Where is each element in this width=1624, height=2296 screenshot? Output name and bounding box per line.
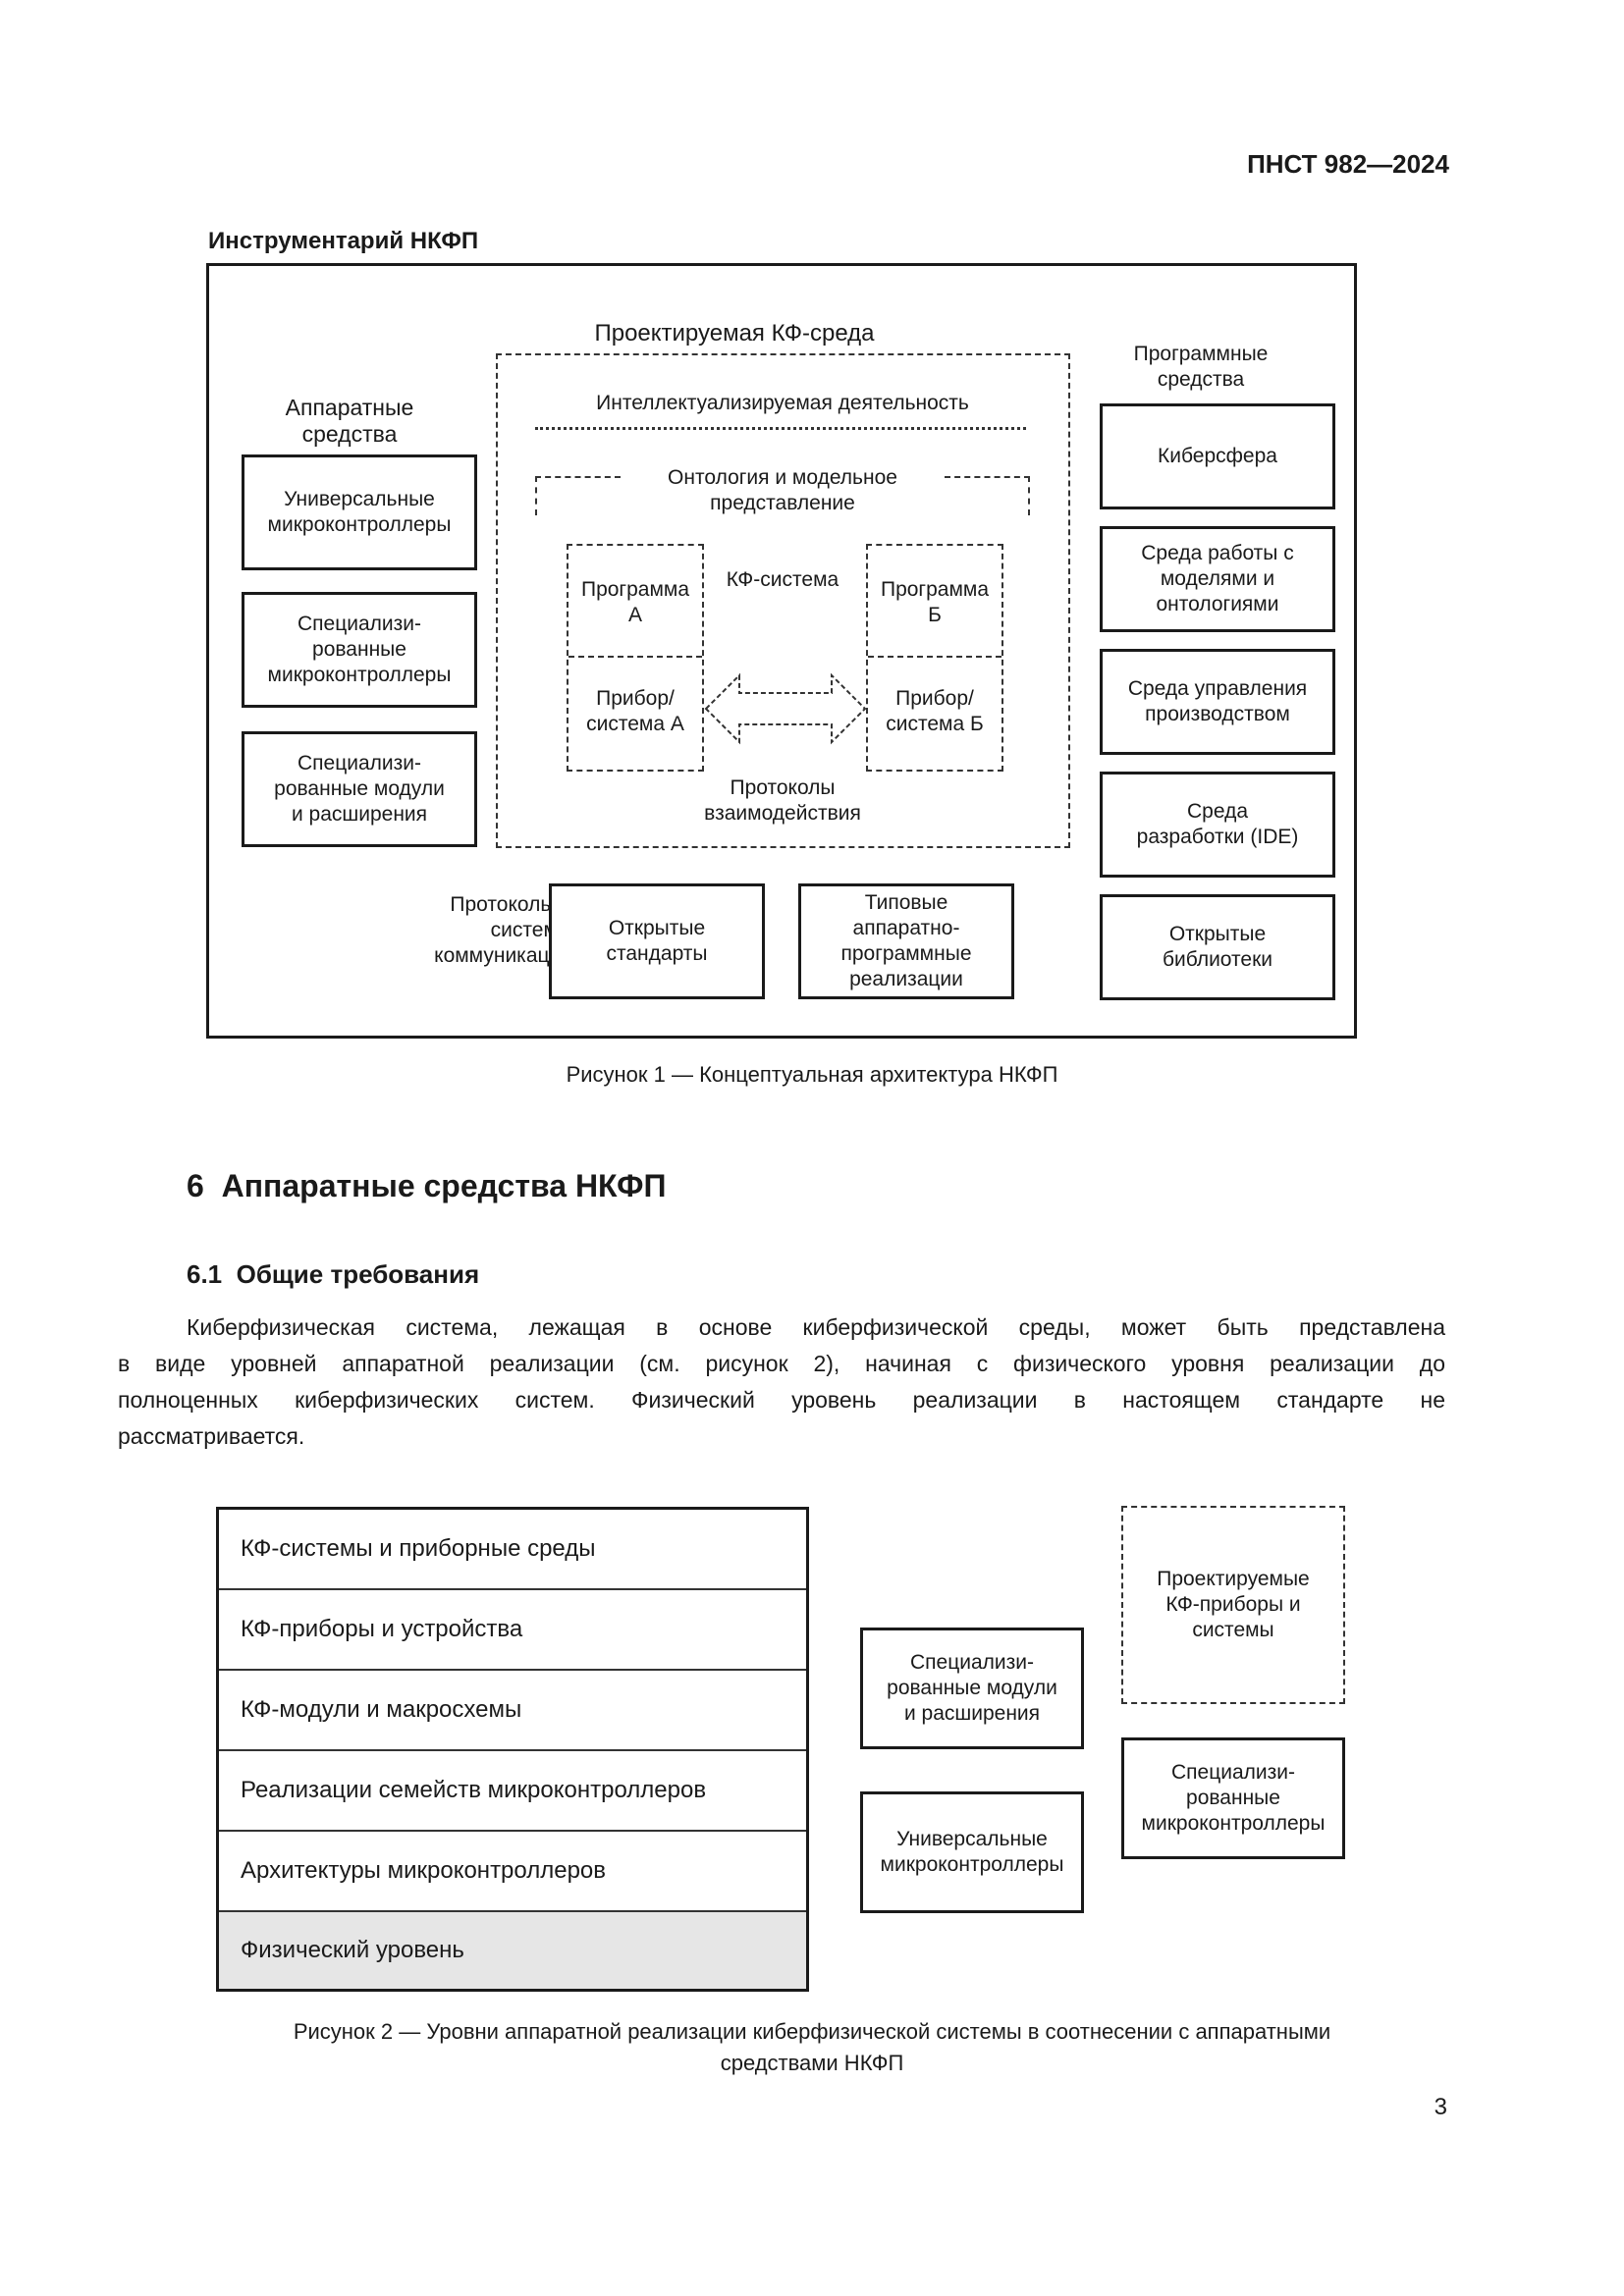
hardware-specialized-modules: Специализи- рованные модули и расширения [242,731,477,847]
ontology-left-bracket [535,476,621,515]
figure2-caption-line2: средствами НКФП [720,2051,904,2075]
figure1-frame-title: Инструментарий НКФП [208,228,479,254]
level-cf-devices: КФ-приборы и устройства [219,1590,806,1671]
environment-frame: Интеллектуализируемая деятельность Онтол… [496,353,1070,848]
fig2-designed-devices-box: Проектируемые КФ-приборы и системы [1121,1506,1345,1704]
software-open-libraries: Открытые библиотеки [1100,894,1335,1000]
hardware-specialized-mcu: Специализи- рованные микроконтроллеры [242,592,477,708]
level-physical: Физический уровень [219,1912,806,1989]
software-heading: Программные средства [1133,343,1269,391]
ontology-label: Онтология и модельное представление [668,466,897,514]
software-models-ontologies: Среда работы с моделями и онтологиями [1100,526,1335,632]
hardware-heading: Аппаратные средства [285,395,414,447]
device-a: Прибор/ система А [586,687,684,735]
software-production-management: Среда управления производством [1100,649,1335,755]
system-a-block: Программа А Прибор/ система А [567,544,704,772]
subsection-heading: 6.1 Общие требования [187,1259,480,1289]
figure2-caption-line1: Рисунок 2 — Уровни аппаратной реализации… [293,2019,1331,2044]
section-heading: 6 Аппаратные средства НКФП [187,1168,667,1203]
level-cf-modules: КФ-модули и макросхемы [219,1671,806,1751]
program-a: Программа А [580,578,690,626]
device-b: Прибор/ система Б [886,687,984,735]
system-b-divider [868,656,1001,658]
paragraph-line: рассматривается. [118,1423,305,1449]
figure1-caption: Рисунок 1 — Концептуальная архитектура Н… [566,1062,1058,1087]
paragraph-line: Киберфизическая система, лежащая в основ… [187,1314,1445,1340]
interaction-protocols: Протоколы взаимодействия [704,776,861,825]
hardware-universal-mcu: Универсальные микроконтроллеры [242,454,477,570]
open-standards-box: Открытые стандарты [549,883,765,999]
fig2-specialized-modules-box: Специализи- рованные модули и расширения [860,1628,1084,1749]
software-cybersphere: Киберсфера [1100,403,1335,509]
typical-implementations-box: Типовые аппаратно- программные реализаци… [798,883,1014,999]
document-number: ПНСТ 982—2024 [1247,149,1449,179]
system-a-divider [568,656,702,658]
bidirectional-arrow-icon [704,672,867,745]
activity-dotted-line [535,427,1026,430]
system-b-block: Программа Б Прибор/ система Б [866,544,1003,772]
page-number: 3 [1434,2094,1447,2120]
ontology-right-bracket [945,476,1030,515]
fig2-universal-mcu-box: Универсальные микроконтроллеры [860,1791,1084,1913]
communication-protocols-label: Протоколы и системы коммуникации [434,893,572,967]
program-b: Программа Б [880,578,990,626]
paragraph-line: полноценных киберфизических систем. Физи… [118,1387,1445,1413]
environment-title: Проектируемая КФ-среда [594,320,875,347]
levels-stack: КФ-системы и приборные среды КФ-приборы … [216,1507,809,1992]
level-mcu-families: Реализации семейств микроконтроллеров [219,1751,806,1832]
software-ide: Среда разработки (IDE) [1100,772,1335,878]
intellectual-activity: Интеллектуализируемая деятельность [596,392,969,414]
fig2-specialized-mcu-box: Специализи- рованные микроконтроллеры [1121,1737,1345,1859]
level-mcu-architectures: Архитектуры микроконтроллеров [219,1832,806,1912]
level-cf-systems: КФ-системы и приборные среды [219,1510,806,1590]
cf-system-label: КФ-система [726,568,839,591]
paragraph-line: в виде уровней аппаратной реализации (см… [118,1351,1445,1376]
figure1-frame: Аппаратные средства Универсальные микрок… [206,263,1357,1039]
